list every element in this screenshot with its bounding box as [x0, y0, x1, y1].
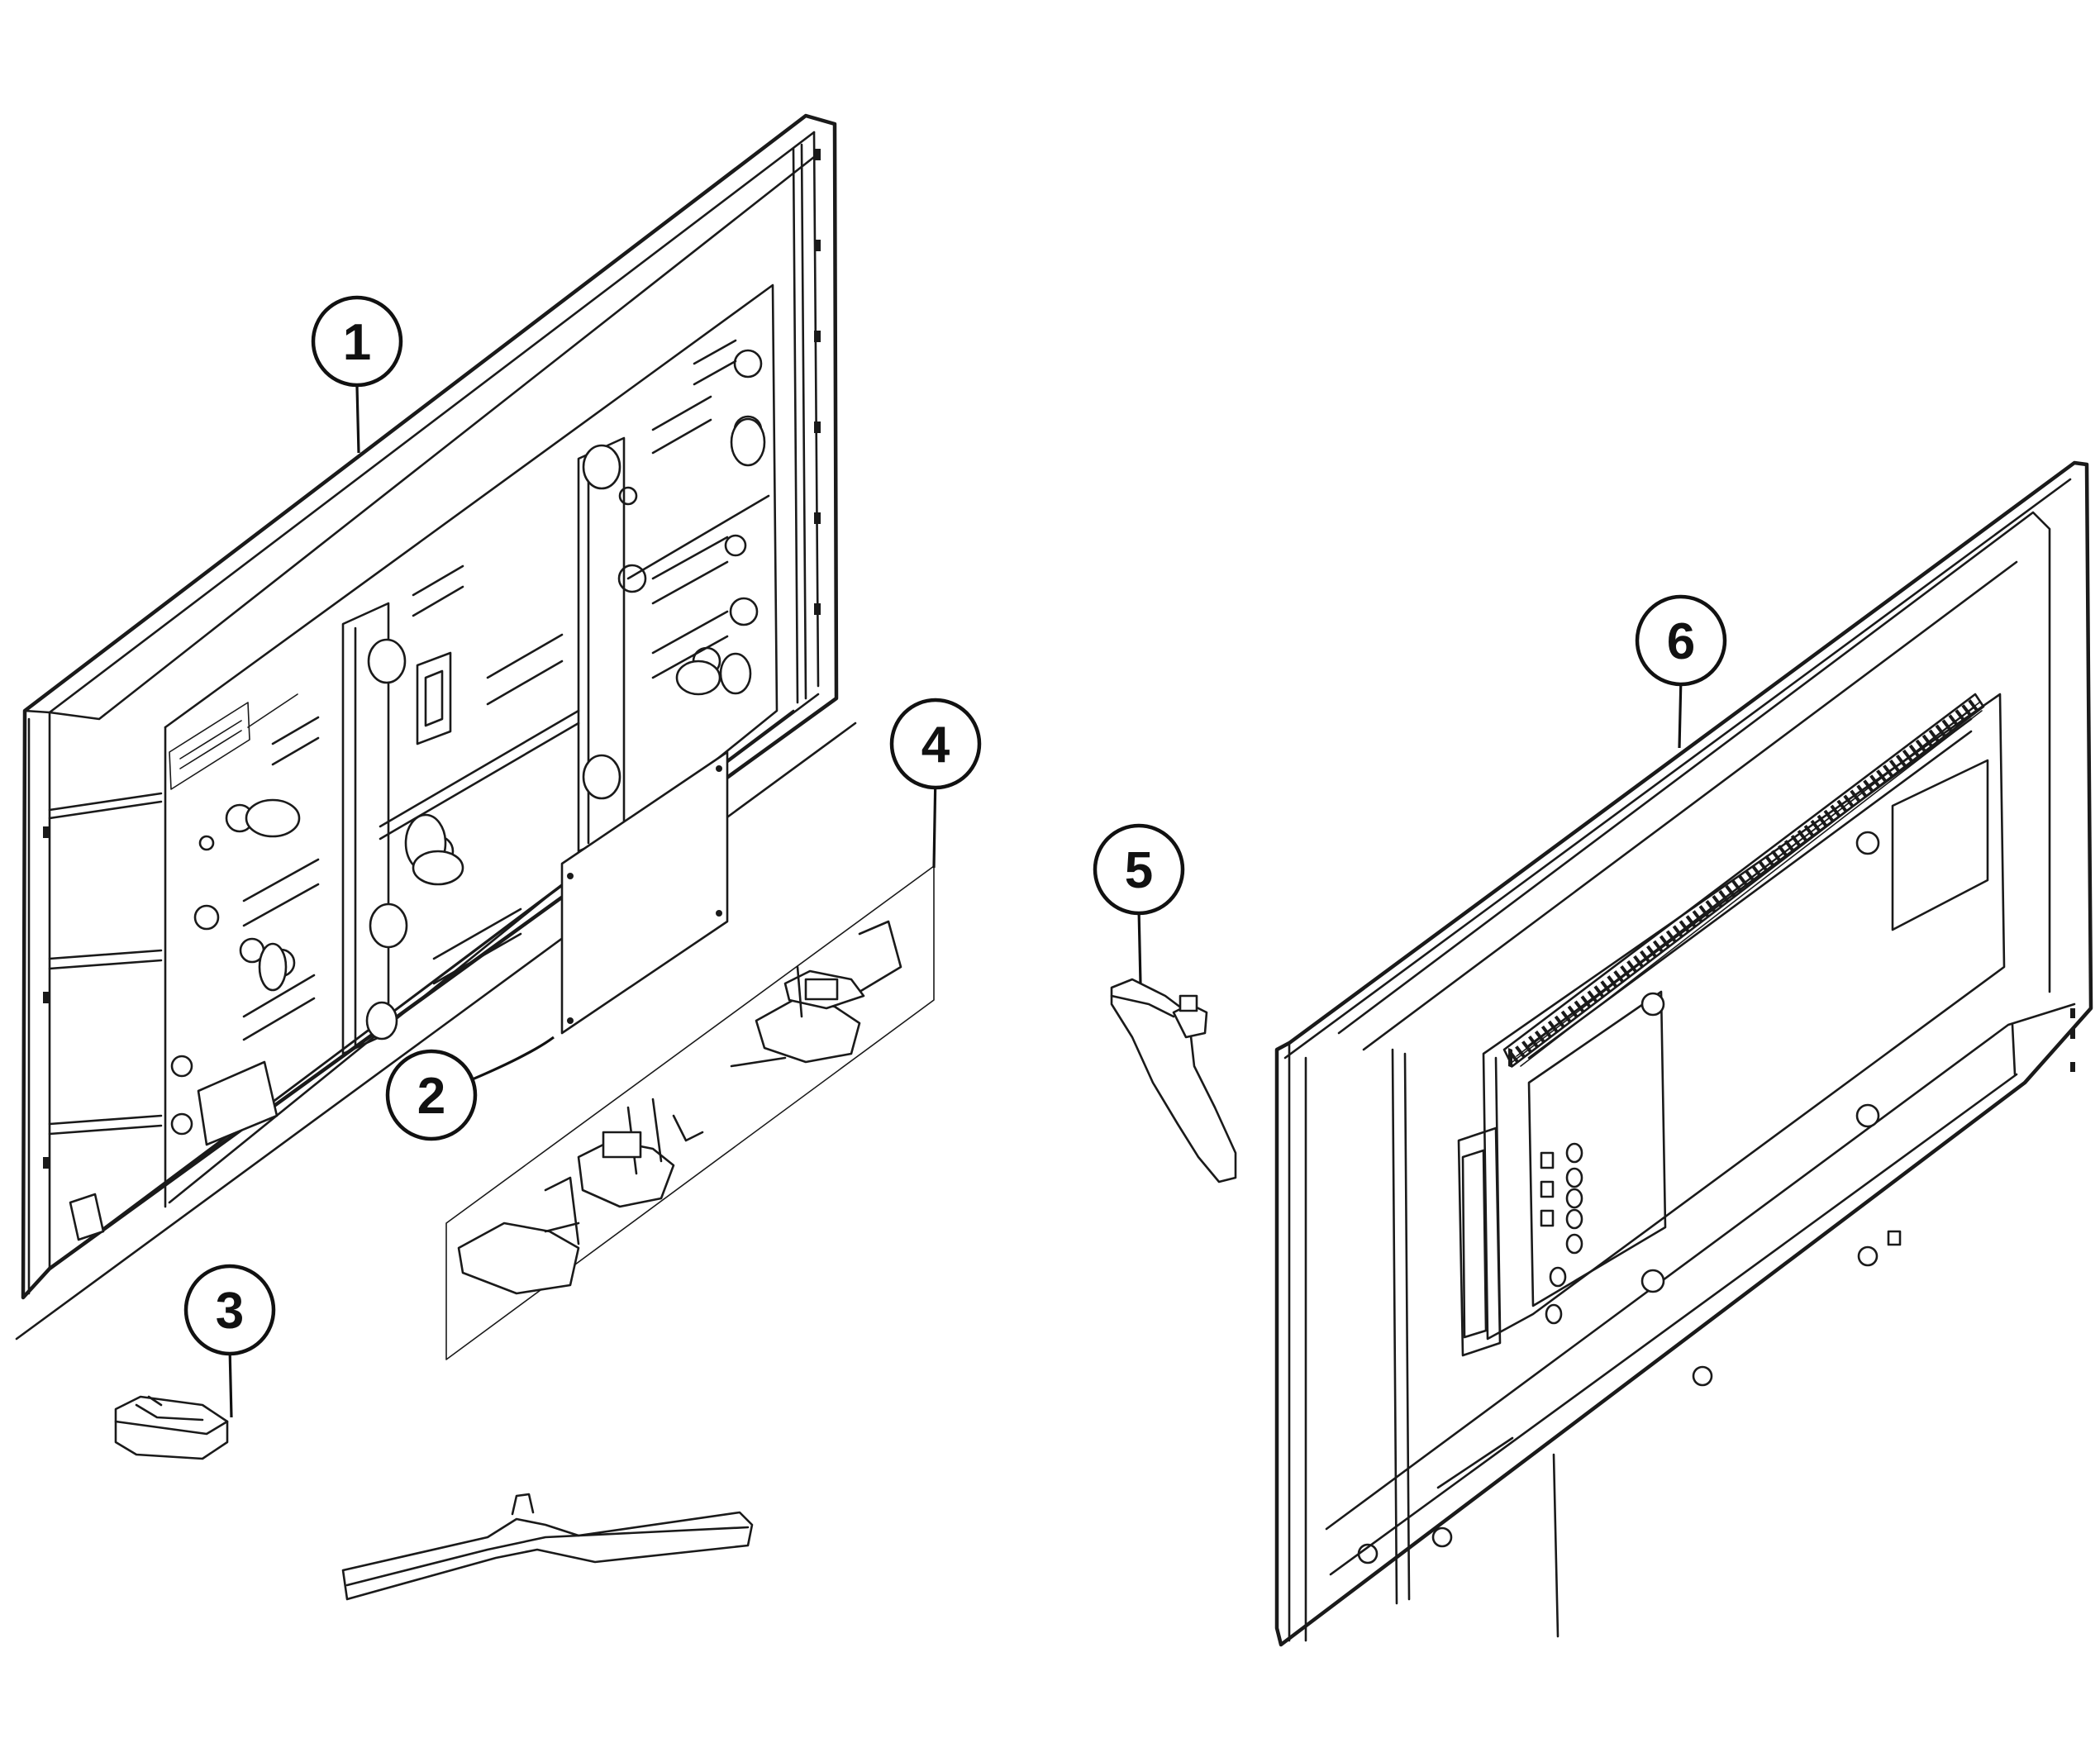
leader-lines: [228, 386, 1683, 1418]
callout-2: 2: [385, 1049, 478, 1141]
callout-5: 5: [1093, 823, 1185, 916]
stand-base: [341, 1493, 754, 1601]
callout-1: 1: [311, 295, 403, 388]
callout-4: 4: [889, 698, 982, 790]
stand-neck: [1110, 978, 1237, 1183]
callout-4-label: 4: [921, 717, 950, 774]
callout-6: 6: [1635, 594, 1727, 687]
panel-chassis: [15, 113, 857, 1341]
callout-2-label: 2: [417, 1068, 445, 1125]
callout-6-label: 6: [1667, 613, 1695, 670]
callout-3-label: 3: [216, 1283, 244, 1340]
callout-3: 3: [183, 1264, 276, 1356]
stand-bracket-set: [445, 865, 935, 1360]
bracket-clip: [114, 1395, 229, 1460]
callout-1-label: 1: [343, 314, 371, 371]
back-cover: [1274, 460, 2093, 1647]
callout-5-label: 5: [1125, 842, 1153, 899]
